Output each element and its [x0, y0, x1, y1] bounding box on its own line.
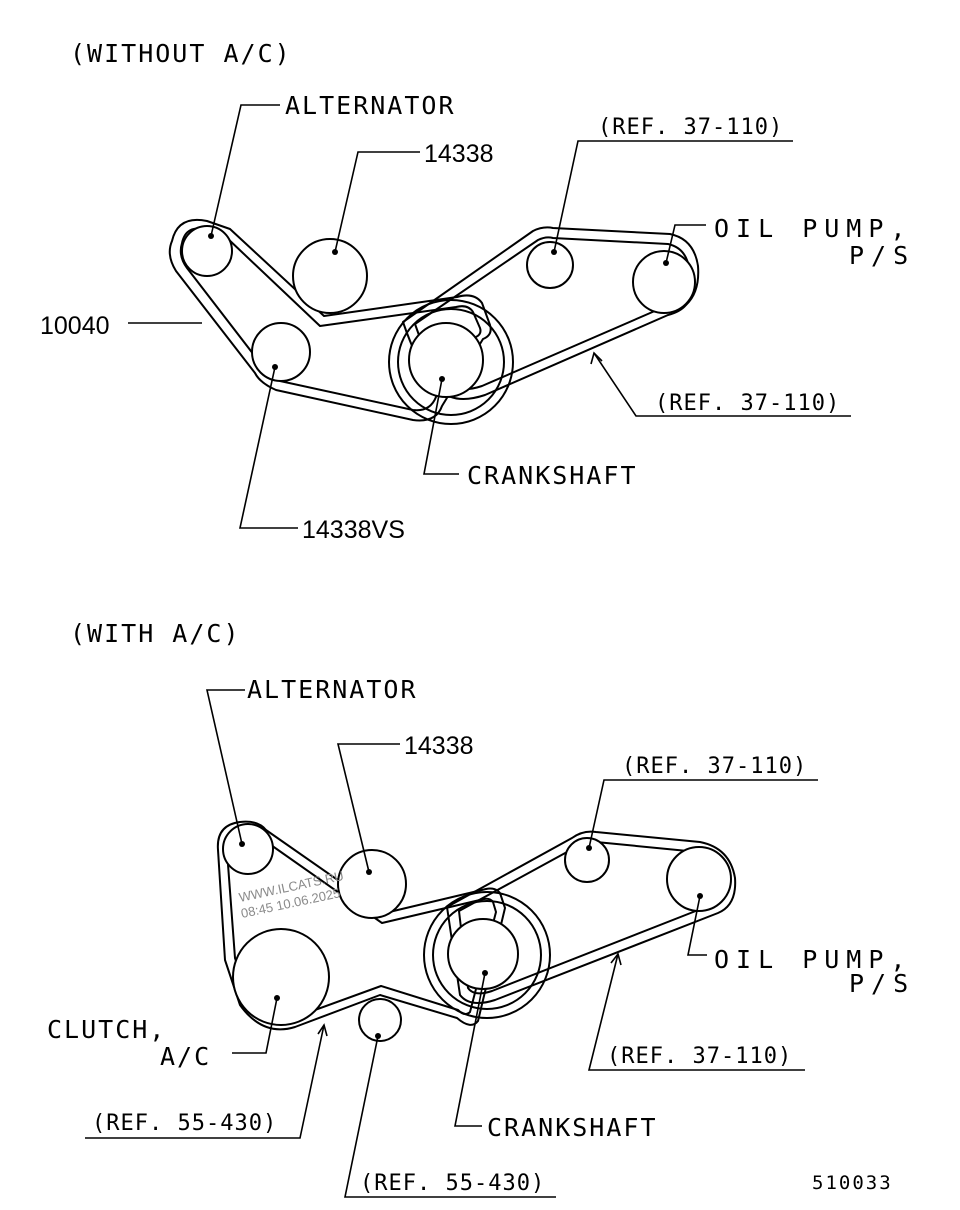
- leader-dot: [274, 995, 280, 1001]
- oil-pump-pulley: [632, 250, 696, 314]
- bottom-diagram: (WITH A/C): [47, 619, 915, 1198]
- leader-oil-pump: [687, 895, 707, 956]
- label-ref-bottom: (REF. 55-430): [360, 1171, 545, 1196]
- crankshaft-pulley-mid-ring: [432, 900, 542, 1010]
- label-alternator: ALTERNATOR: [285, 91, 456, 120]
- label-ac: A/C: [160, 1042, 211, 1071]
- leader-dot: [482, 970, 488, 976]
- crankshaft-pulley: [447, 918, 519, 990]
- ref-pulley-top: [526, 241, 574, 289]
- leader-oil-pump: [665, 224, 706, 264]
- leader-dot: [375, 1033, 381, 1039]
- idler-pulley-14338vs: [251, 322, 311, 382]
- bottom-section-title: (WITH A/C): [70, 619, 241, 648]
- label-oil-pump: OIL PUMP,: [714, 945, 912, 974]
- label-part-14338: 14338: [424, 140, 494, 168]
- label-ref-top: (REF. 37-110): [598, 115, 783, 140]
- leader-dot: [239, 841, 245, 847]
- crankshaft-pulley-outer-ring: [388, 299, 514, 425]
- leader-14338: [336, 743, 400, 873]
- ps-belt-outer: [446, 830, 737, 1005]
- label-ref-left: (REF. 55-430): [92, 1111, 277, 1136]
- drive-belt-outer: [168, 219, 492, 422]
- label-ref-right: (REF. 37-110): [655, 391, 840, 416]
- crankshaft-pulley-mid-ring: [397, 308, 505, 416]
- crankshaft-pulley: [408, 322, 484, 398]
- leader-alternator: [210, 104, 280, 237]
- leader-crankshaft: [423, 378, 459, 475]
- idler-pulley-ref-55-430: [358, 998, 402, 1042]
- leader-ref-bottom: [344, 1035, 556, 1198]
- ref-pulley-top: [564, 837, 610, 883]
- leader-alternator: [205, 689, 245, 845]
- leader-dot: [332, 249, 338, 255]
- leader-dot: [586, 845, 592, 851]
- label-alternator: ALTERNATOR: [247, 675, 418, 704]
- top-diagram: (WITHOUT A/C) ALTERNATOR: [40, 39, 915, 544]
- leader-dot: [697, 893, 703, 899]
- label-crankshaft: CRANKSHAFT: [467, 461, 638, 490]
- arrowhead: [610, 952, 622, 966]
- label-ref-top: (REF. 37-110): [622, 754, 807, 779]
- leader-dot: [208, 233, 214, 239]
- label-oil-pump: OIL PUMP,: [714, 214, 912, 243]
- figure-code: 510033: [812, 1172, 893, 1194]
- label-ps: P/S: [849, 241, 915, 270]
- idler-pulley-14338: [292, 238, 368, 314]
- label-ps: P/S: [849, 969, 915, 998]
- label-part-14338: 14338: [404, 732, 474, 760]
- leader-14338: [334, 151, 420, 253]
- alternator-pulley: [181, 225, 233, 277]
- leader-dot: [272, 364, 278, 370]
- leader-ref-right: [587, 953, 805, 1071]
- leader-ref-left: [85, 1024, 325, 1139]
- leader-dot: [439, 376, 445, 382]
- oil-pump-pulley: [666, 846, 732, 912]
- leader-ref-right: [593, 352, 851, 417]
- leader-dot: [366, 869, 372, 875]
- ac-clutch-pulley: [232, 928, 330, 1026]
- label-crankshaft: CRANKSHAFT: [487, 1113, 658, 1142]
- main-belt-outer: [216, 820, 506, 1031]
- label-part-14338vs: 14338VS: [302, 516, 405, 544]
- leader-clutch: [232, 997, 278, 1054]
- top-section-title: (WITHOUT A/C): [70, 39, 292, 68]
- label-ref-right: (REF. 37-110): [607, 1044, 792, 1069]
- alternator-pulley: [222, 823, 274, 875]
- leader-ref-top: [553, 140, 793, 253]
- idler-pulley-14338: [337, 849, 407, 919]
- leader-crankshaft: [454, 972, 486, 1127]
- leader-dot: [663, 260, 669, 266]
- leader-dot: [551, 249, 557, 255]
- leader-14338vs: [239, 366, 298, 529]
- arrowhead: [317, 1023, 328, 1037]
- crankshaft-pulley-outer-ring: [423, 891, 551, 1019]
- leader-ref-top: [588, 779, 818, 849]
- label-clutch: CLUTCH,: [47, 1015, 166, 1044]
- arrowhead: [590, 351, 603, 365]
- label-part-10040: 10040: [40, 312, 110, 340]
